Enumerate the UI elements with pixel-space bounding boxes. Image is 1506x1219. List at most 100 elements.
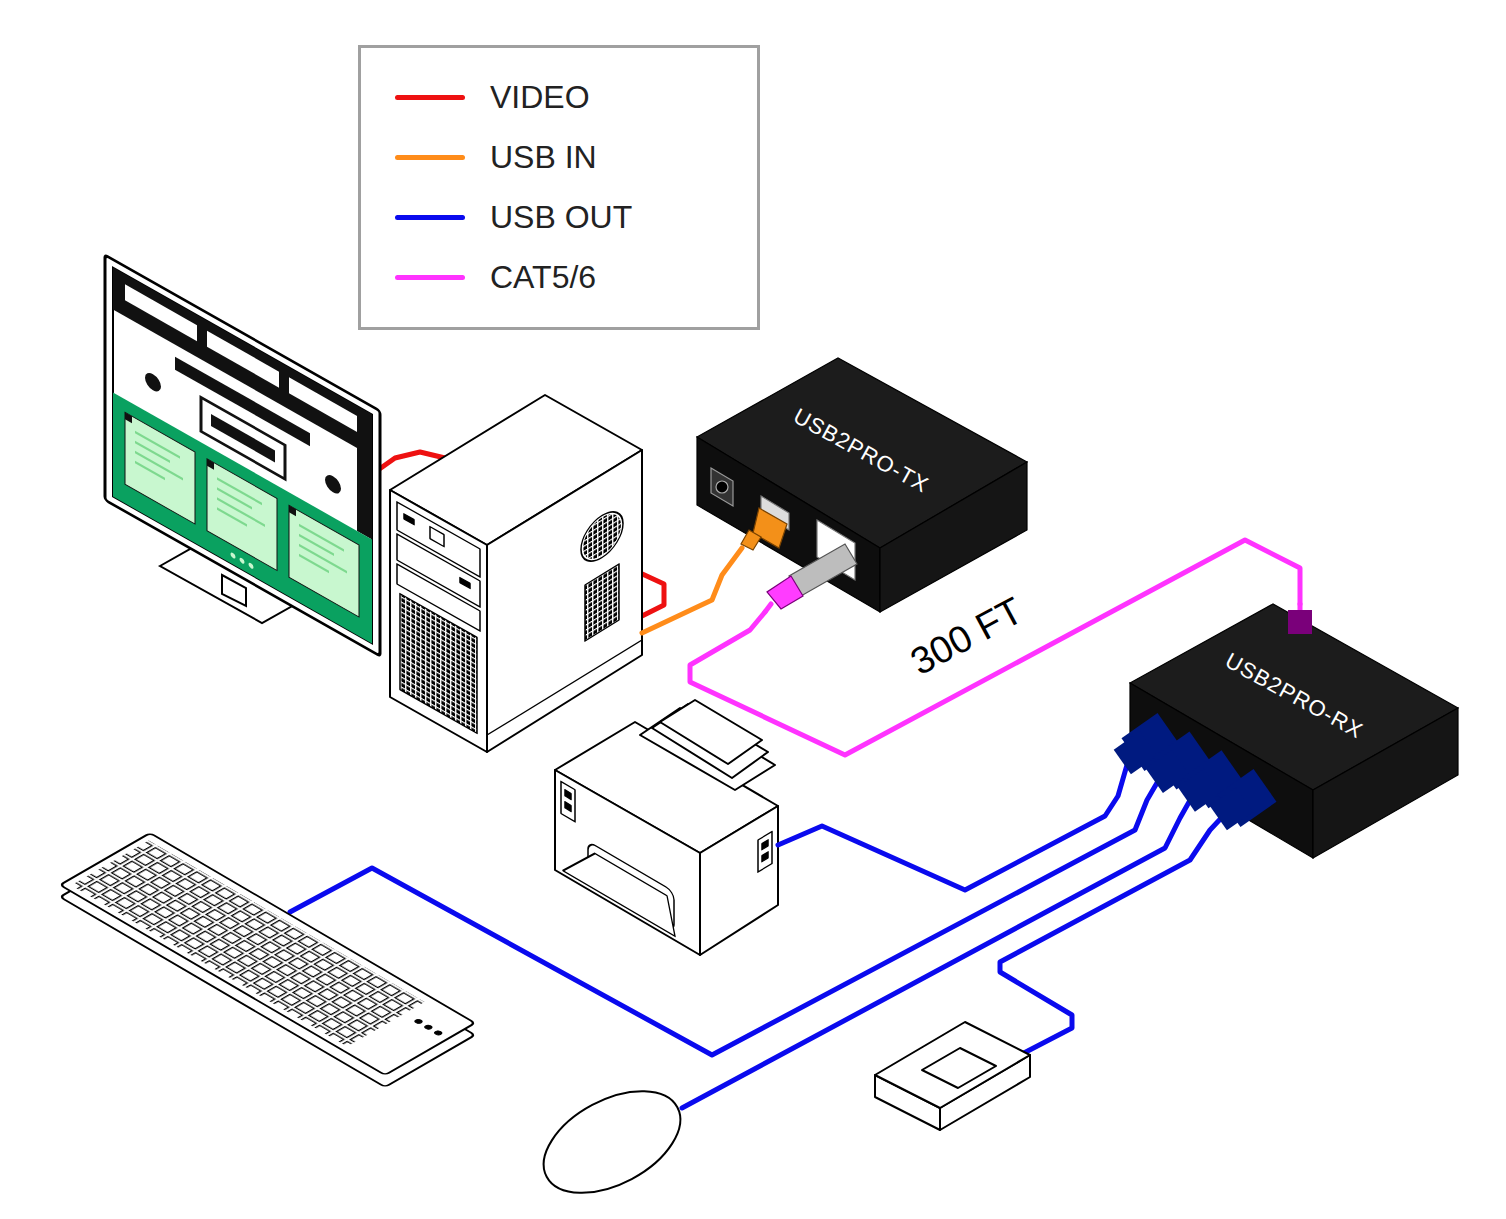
computer-tower xyxy=(487,640,642,735)
monitor-illustration xyxy=(207,459,214,470)
computer-tower xyxy=(430,527,444,547)
monitor-illustration xyxy=(217,509,247,526)
box-shape-part xyxy=(716,481,728,493)
monitor-illustration xyxy=(289,505,296,516)
usb-out-cable xyxy=(778,758,1129,890)
monitor-illustration xyxy=(125,412,195,524)
keyboard-illustration xyxy=(71,841,424,1047)
box-shape-part xyxy=(1189,780,1210,801)
printer-illustration xyxy=(762,840,768,850)
monitor-illustration xyxy=(207,459,277,571)
computer-tower xyxy=(581,502,623,572)
monitor-illustration xyxy=(125,412,132,423)
monitor-illustration xyxy=(113,393,372,644)
printer-illustration xyxy=(563,835,675,937)
usb-device-illustration xyxy=(875,1022,1030,1130)
computer-tower xyxy=(460,578,470,589)
monitor-illustration xyxy=(299,555,329,572)
monitor-illustration xyxy=(357,406,372,540)
monitor-illustration xyxy=(325,472,341,497)
computer-tower xyxy=(400,594,477,734)
computer-tower xyxy=(390,395,642,752)
mouse-illustration xyxy=(527,1070,697,1214)
box-shape-part xyxy=(1125,742,1146,763)
monitor-illustration xyxy=(135,432,347,582)
printer-illustration xyxy=(758,832,772,872)
monitor-illustration xyxy=(135,452,183,479)
usb-out-cable xyxy=(1000,814,1225,1055)
computer-tower xyxy=(487,490,642,735)
monitor-illustration xyxy=(113,268,372,644)
receiver-box: USB2PRO-RX xyxy=(1130,604,1458,858)
box-shape-part xyxy=(1221,799,1242,820)
monitor-illustration xyxy=(217,499,265,526)
usb-device-illustration xyxy=(875,1022,1030,1108)
mouse-illustration xyxy=(527,1070,697,1214)
monitor-illustration xyxy=(125,412,296,516)
computer-tower xyxy=(581,503,623,571)
printer-illustration xyxy=(758,832,772,872)
monitor-illustration xyxy=(289,505,359,617)
box-shape-part xyxy=(741,530,761,550)
monitor-illustration xyxy=(105,255,380,656)
legend-text: CAT5/6 xyxy=(490,261,596,293)
monitor-illustration xyxy=(125,412,359,617)
monitor-illustration xyxy=(289,377,361,434)
printer-illustration xyxy=(561,782,675,937)
legend-swatch xyxy=(395,275,465,280)
printer-illustration xyxy=(561,782,575,822)
computer-tower xyxy=(404,514,414,525)
computer-tower xyxy=(397,502,480,735)
box-shape-part xyxy=(765,604,771,612)
usb-out-cable xyxy=(682,795,1193,1108)
legend-swatch xyxy=(395,95,465,100)
box-shape-part xyxy=(711,468,733,506)
monitor-illustration xyxy=(222,575,246,606)
monitor-illustration xyxy=(105,255,380,656)
monitor-illustration xyxy=(299,535,334,555)
usb-in-cable xyxy=(642,548,742,633)
legend-entry: VIDEO xyxy=(361,77,757,117)
box-shape-part xyxy=(1220,784,1261,821)
legend-swatch xyxy=(395,155,465,160)
legend-entry: USB OUT xyxy=(361,197,757,237)
printer-illustration xyxy=(555,700,778,955)
box-outline xyxy=(1130,604,1458,858)
box-shape-part xyxy=(1130,683,1313,858)
monitor-illustration xyxy=(217,489,252,509)
monitor-illustration xyxy=(240,557,245,565)
monitor-illustration xyxy=(207,331,279,388)
keyboard-illustration xyxy=(60,833,475,1087)
box-shape-part xyxy=(697,437,880,612)
monitor-illustration xyxy=(105,255,380,656)
box-shape-part xyxy=(789,544,857,596)
monitor-illustration xyxy=(125,284,197,341)
transmitter-box: USB2PRO-TX xyxy=(697,358,1027,612)
keyboard-illustration xyxy=(60,833,475,1075)
legend-text: USB IN xyxy=(490,141,597,173)
legend-text: VIDEO xyxy=(490,81,590,113)
printer-illustration xyxy=(700,806,778,955)
printer-illustration xyxy=(565,790,571,800)
printer-illustration xyxy=(762,852,768,862)
monitor-illustration xyxy=(249,562,254,570)
legend-entry: USB IN xyxy=(361,137,757,177)
box-shape-part xyxy=(1157,761,1178,782)
computer-tower xyxy=(390,490,487,752)
monitor-illustration xyxy=(135,442,170,462)
usb-device-illustration xyxy=(922,1048,996,1088)
monitor-illustration xyxy=(135,462,165,479)
box-shape-part xyxy=(1294,616,1306,628)
box-outline xyxy=(697,358,1027,612)
keyboard-illustration xyxy=(60,833,475,1075)
printer-illustration xyxy=(555,770,700,955)
legend-text: USB OUT xyxy=(490,201,632,233)
legend-swatch xyxy=(395,215,465,220)
keyboard-illustration xyxy=(424,1024,433,1029)
cable-length-label: 300 FT xyxy=(902,590,1032,685)
keyboard-illustration xyxy=(414,1019,423,1024)
computer-tower xyxy=(487,450,642,752)
printer-illustration xyxy=(565,802,571,812)
